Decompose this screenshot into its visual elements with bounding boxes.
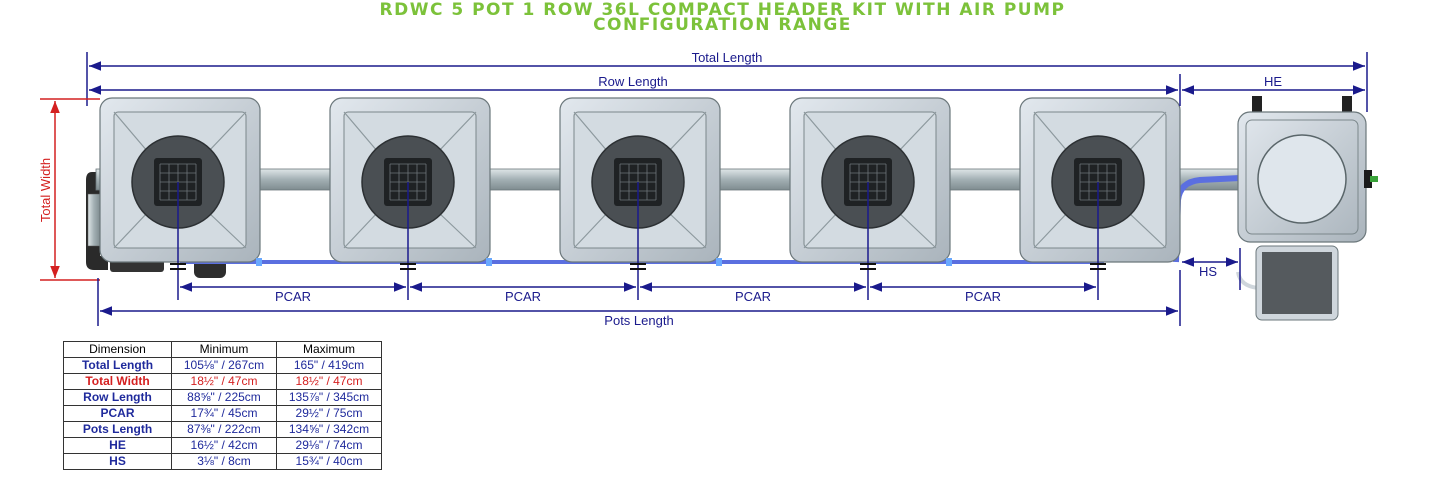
pot-fitting — [170, 263, 186, 270]
pot — [99, 97, 261, 300]
cell-maximum: 15¾" / 40cm — [276, 453, 382, 470]
dim-row-length — [89, 74, 1365, 106]
air-pump — [1236, 245, 1339, 321]
cell-minimum: 105⅛" / 267cm — [171, 357, 277, 374]
label-total-length: Total Length — [692, 50, 763, 65]
label-pcar: PCAR — [965, 289, 1001, 304]
cell-dimension: Row Length — [63, 389, 172, 406]
label-total-width: Total Width — [38, 158, 53, 222]
pot-fitting — [1090, 263, 1106, 270]
dim-pots-length — [97, 270, 1181, 326]
pot-ribs — [343, 111, 477, 249]
label-pcar: PCAR — [275, 289, 311, 304]
header-maximum: Maximum — [276, 341, 382, 358]
cell-maximum: 18½" / 47cm — [276, 373, 382, 390]
dim-pcar-group: PCAR PCAR PCAR PCAR — [180, 282, 1096, 304]
cell-maximum: 135⅞" / 345cm — [276, 389, 382, 406]
cell-maximum: 29½" / 75cm — [276, 405, 382, 422]
cell-dimension: HS — [63, 453, 172, 470]
cell-minimum: 17¾" / 45cm — [171, 405, 277, 422]
pots-group — [99, 97, 1181, 300]
pot-ribs — [573, 111, 707, 249]
label-he: HE — [1264, 74, 1282, 89]
dim-total-length — [86, 52, 1368, 112]
pot — [256, 97, 491, 300]
header-minimum: Minimum — [171, 341, 277, 358]
pot-ribs — [803, 111, 937, 249]
cell-dimension: Total Length — [63, 357, 172, 374]
pot-ribs — [1033, 111, 1167, 249]
cell-maximum: 134⅝" / 342cm — [276, 421, 382, 438]
cell-maximum: 29⅛" / 74cm — [276, 437, 382, 454]
system-diagram: Total Length Row Length HE Total Width P… — [38, 50, 1378, 328]
cell-dimension: HE — [63, 437, 172, 454]
label-pcar: PCAR — [735, 289, 771, 304]
pot-fitting — [400, 263, 416, 270]
pot-ribs — [113, 111, 247, 249]
header-feed-tube — [1173, 175, 1241, 263]
pot — [946, 97, 1181, 300]
pot-fitting — [860, 263, 876, 270]
label-pcar: PCAR — [505, 289, 541, 304]
cell-minimum: 87⅜" / 222cm — [171, 421, 277, 438]
cell-minimum: 18½" / 47cm — [171, 373, 277, 390]
tube-connector — [256, 258, 262, 266]
pot — [716, 97, 951, 300]
cell-minimum: 3⅛" / 8cm — [171, 453, 277, 470]
cell-minimum: 16½" / 42cm — [171, 437, 277, 454]
pot-fitting — [630, 263, 646, 270]
cell-dimension: Total Width — [63, 373, 172, 390]
pot — [486, 97, 721, 300]
dim-hs — [1182, 248, 1241, 290]
cell-maximum: 165" / 419cm — [276, 357, 382, 374]
cell-dimension: Pots Length — [63, 421, 172, 438]
tube-connector — [946, 258, 952, 266]
dim-total-width — [40, 98, 100, 281]
label-hs: HS — [1199, 264, 1217, 279]
title-line-2: CONFIGURATION RANGE — [593, 15, 852, 35]
table-header-row: Dimension Minimum Maximum — [63, 341, 382, 358]
title-line-1: RDWC 5 POT 1 ROW 36L COMPACT HEADER KIT … — [379, 0, 1066, 20]
label-pots-length: Pots Length — [604, 313, 673, 328]
tube-connector — [486, 258, 492, 266]
cell-dimension: PCAR — [63, 405, 172, 422]
header-tank — [1237, 96, 1378, 243]
tube-connector — [716, 258, 722, 266]
cell-minimum: 88⅝" / 225cm — [171, 389, 277, 406]
label-row-length: Row Length — [598, 74, 667, 89]
header-dimension: Dimension — [63, 341, 172, 358]
